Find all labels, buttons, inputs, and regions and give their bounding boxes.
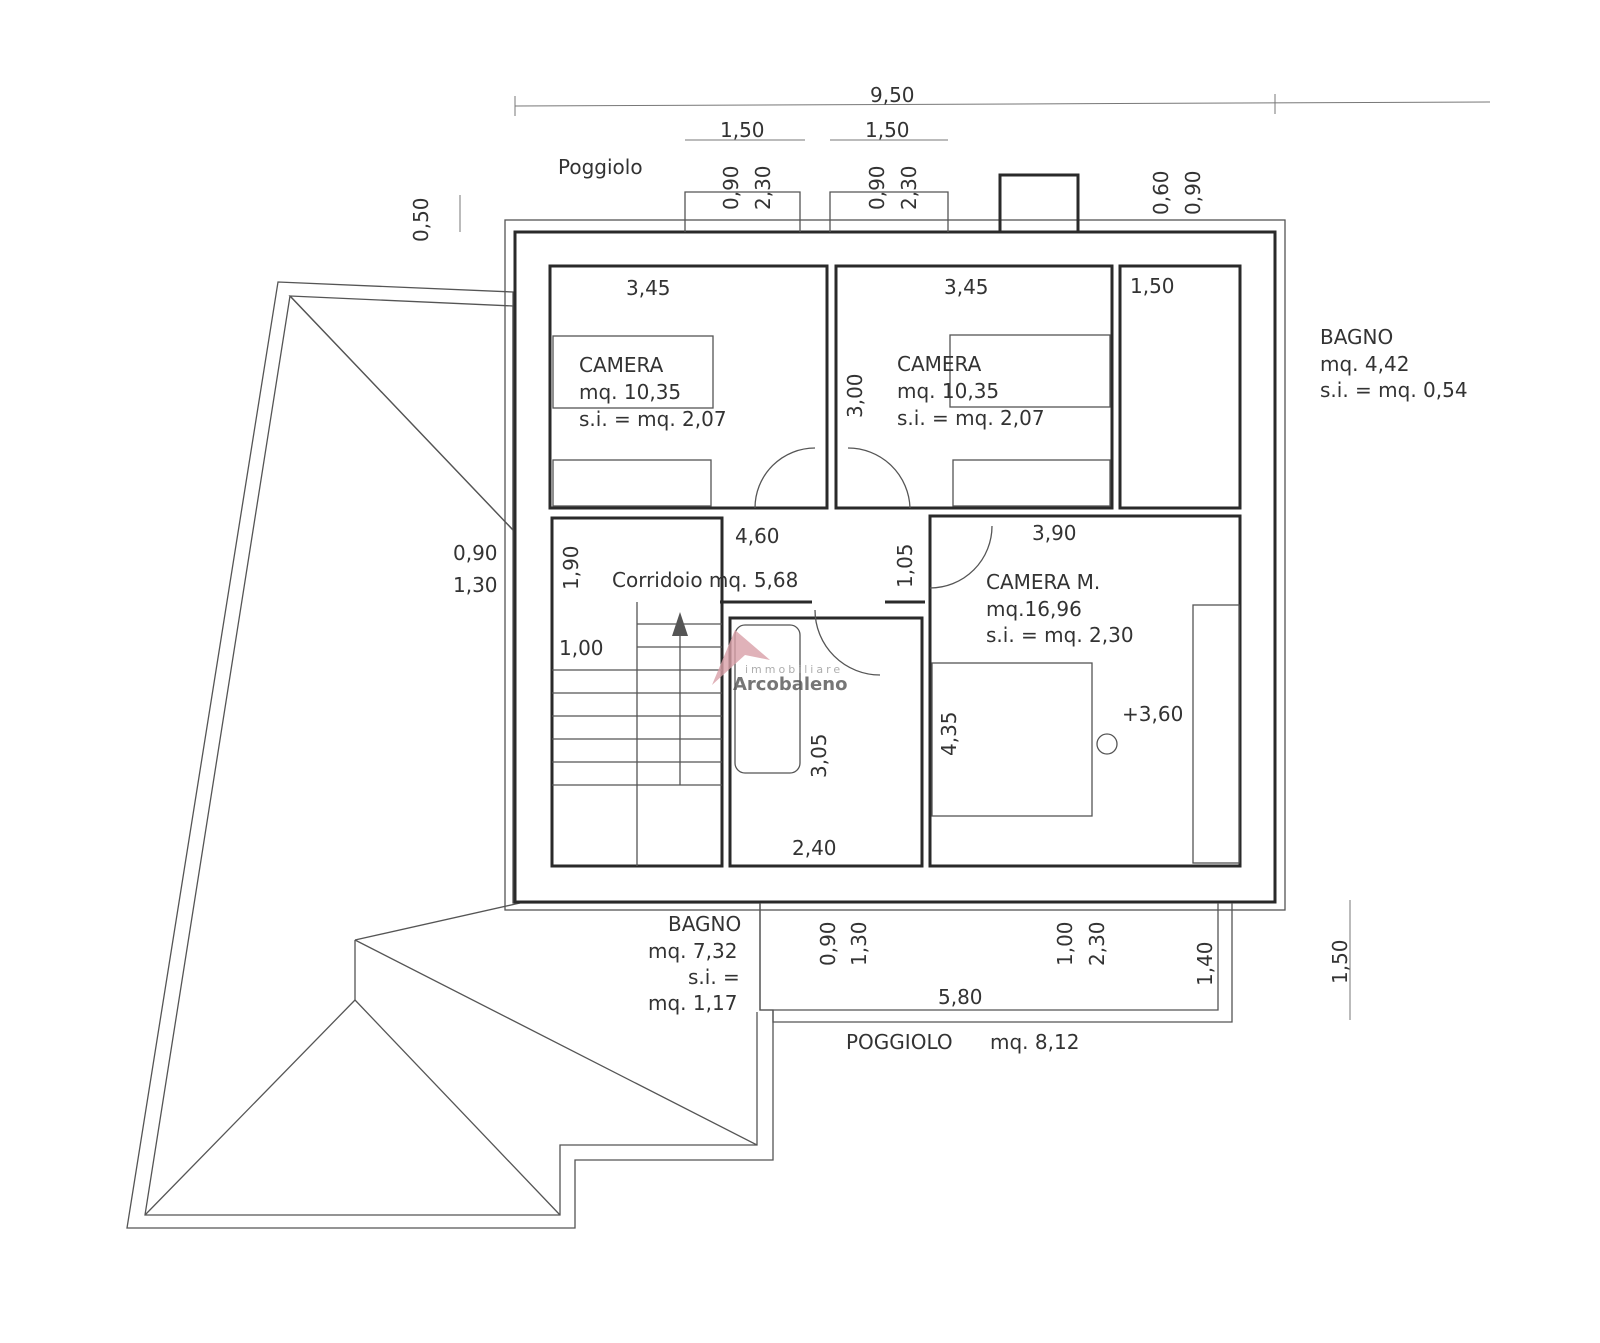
room-area: mq. 8,12 (990, 1030, 1079, 1054)
dim-label: 0,90 (719, 165, 743, 210)
dim-label: 2,30 (897, 165, 921, 210)
dim-label: 3,90 (1032, 521, 1077, 545)
walls (504, 173, 1286, 1023)
dim-label: 0,50 (409, 197, 433, 242)
room-name: BAGNO (668, 912, 741, 936)
dim-label: 2,30 (751, 165, 775, 210)
room-name: CAMERA (579, 353, 664, 377)
dim-label: 1,50 (1328, 939, 1352, 984)
dim-label: 1,40 (1193, 941, 1217, 986)
dimension-lines (459, 94, 1491, 1020)
room-area: mq. 10,35 (897, 379, 999, 403)
room-si: mq. 1,17 (648, 991, 737, 1015)
dim-label: 1,00 (1053, 921, 1077, 966)
elevation-label: +3,60 (1122, 702, 1183, 726)
dim-label: 1,30 (847, 921, 871, 966)
dim-label: 0,90 (816, 921, 840, 966)
room-name: BAGNO (1320, 325, 1393, 349)
room-area: mq. 10,35 (579, 380, 681, 404)
room-area: mq. 4,42 (1320, 352, 1409, 376)
dim-label: 2,30 (1085, 921, 1109, 966)
room-si: s.i. = (688, 965, 740, 989)
dim-label: 4,35 (937, 711, 961, 756)
stair-arrow-icon (672, 612, 688, 636)
room-name: Corridoio mq. 5,68 (612, 568, 798, 592)
dim-label: 1,90 (559, 545, 583, 590)
dim-label: 1,30 (453, 573, 498, 597)
dim-label: 3,05 (807, 733, 831, 778)
room-si: s.i. = mq. 2,07 (897, 406, 1045, 430)
staircase (552, 602, 722, 866)
dim-label: 3,45 (626, 276, 671, 300)
poggiolo-top-label: Poggiolo (558, 155, 643, 179)
dim-label: 0,60 (1149, 170, 1173, 215)
room-si: s.i. = mq. 2,07 (579, 407, 727, 431)
room-si: s.i. = mq. 0,54 (1320, 378, 1468, 402)
room-area: mq.16,96 (986, 597, 1082, 621)
dim-label: 2,40 (792, 836, 837, 860)
dim-label: 3,45 (944, 275, 989, 299)
dim-label: 0,90 (865, 165, 889, 210)
room-si: s.i. = mq. 2,30 (986, 623, 1134, 647)
room-name: CAMERA (897, 352, 982, 376)
dim-label: 4,60 (735, 524, 780, 548)
room-name: CAMERA M. (986, 570, 1100, 594)
labels: 9,50 1,50 1,50 Poggiolo 0,50 0,90 2,30 0… (409, 83, 1468, 1054)
total-width-label: 9,50 (870, 83, 915, 107)
dim-label: 1,05 (893, 543, 917, 588)
watermark-text: Arcobaleno (733, 674, 847, 695)
watermark-text: immobiliare (745, 663, 843, 676)
dim-label: 1,50 (865, 118, 910, 142)
dim-label: 1,00 (559, 636, 604, 660)
dim-label: 3,00 (843, 373, 867, 418)
watermark-logo: immobiliare Arcobaleno (712, 630, 847, 695)
dim-label: 1,50 (720, 118, 765, 142)
dim-label: 5,80 (938, 985, 983, 1009)
dim-label: 1,50 (1130, 274, 1175, 298)
dim-label: 0,90 (1181, 170, 1205, 215)
room-name: POGGIOLO (846, 1030, 953, 1054)
dim-label: 0,90 (453, 541, 498, 565)
room-area: mq. 7,32 (648, 939, 737, 963)
elevation-marker-icon (1096, 733, 1118, 755)
